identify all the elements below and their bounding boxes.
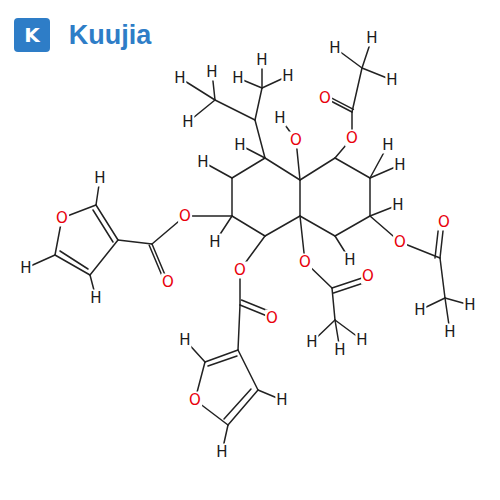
atom-label: O xyxy=(178,208,192,225)
atom-label: H xyxy=(273,110,286,127)
bond-lines xyxy=(26,38,470,452)
atom-label: H xyxy=(178,332,191,349)
atom-label: H xyxy=(443,324,456,341)
atom-label: H xyxy=(305,334,318,351)
atom-label: O xyxy=(298,254,312,271)
atom-label: O xyxy=(361,268,375,285)
atom-label: H xyxy=(233,137,246,154)
atom-label: O xyxy=(161,274,175,291)
logo-icon xyxy=(14,18,50,52)
atom-label: H xyxy=(333,342,346,359)
atom-label: H xyxy=(328,40,341,57)
atom-label: H xyxy=(413,302,426,319)
atom-label: O xyxy=(265,310,279,327)
atom-label: H xyxy=(89,290,102,307)
atom-label: H xyxy=(275,392,288,409)
atom-label: O xyxy=(55,210,69,227)
atom-label: O xyxy=(345,130,359,147)
logo-text: Kuujia xyxy=(68,21,153,50)
atom-label: H xyxy=(381,137,394,154)
atom-label: O xyxy=(188,392,202,409)
atom-label: H xyxy=(365,30,378,47)
atom-label: H xyxy=(281,68,294,85)
atom-label: H xyxy=(393,157,406,174)
atom-label: H xyxy=(93,170,106,187)
atom-label: O xyxy=(233,262,247,279)
atom-label: H xyxy=(19,260,32,277)
logo-icon-letter: K xyxy=(23,24,41,46)
atom-label: H xyxy=(205,64,218,81)
atom-label: O xyxy=(289,132,303,149)
atom-label: O xyxy=(437,214,451,231)
atom-label: H xyxy=(463,297,476,314)
atom-label: H xyxy=(255,52,268,69)
atom-label: O xyxy=(393,234,407,251)
atom-label: H xyxy=(391,197,404,214)
atom-label: H xyxy=(231,70,244,87)
atom-label: H xyxy=(196,154,209,171)
atom-label: H xyxy=(181,114,194,131)
atom-label: H xyxy=(355,332,368,349)
atom-label: H xyxy=(385,72,398,89)
atom-label: H xyxy=(343,252,356,269)
atom-label: O xyxy=(318,90,332,107)
atom-label: H xyxy=(208,234,221,251)
atom-label: H xyxy=(215,444,228,461)
atom-label: H xyxy=(173,70,186,87)
